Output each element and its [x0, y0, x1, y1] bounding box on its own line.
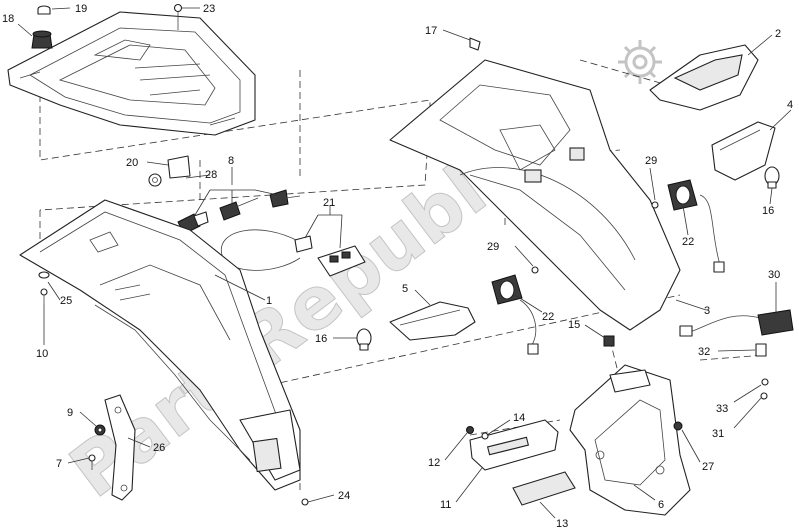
callout-20: 20	[126, 157, 138, 169]
grommet-22-center-part	[491, 274, 539, 355]
callout-10: 10	[36, 348, 48, 360]
license-lamp-30-part	[679, 309, 794, 337]
callout-6: 6	[658, 499, 664, 511]
screw-29-right-part	[651, 201, 659, 209]
callout-2: 2	[775, 28, 781, 40]
callout-9: 9	[67, 407, 73, 419]
bolt-23-part	[173, 3, 183, 30]
watermark-logo-gear-icon	[618, 40, 662, 84]
screw-24-part	[301, 498, 309, 506]
callout-4: 4	[787, 99, 793, 111]
callout-11: 11	[440, 499, 451, 511]
screw-19-part	[37, 5, 51, 15]
rear-fender-3-part	[389, 59, 681, 331]
callout-22-center: 22	[542, 311, 554, 323]
washer-25-part	[38, 271, 50, 279]
lamp-sockets-part	[177, 189, 301, 235]
screw-27-part	[673, 421, 683, 431]
callout-29-center: 29	[487, 241, 499, 253]
callout-28: 28	[205, 169, 217, 181]
callout-13: 13	[556, 518, 568, 530]
screw-14-part	[481, 432, 489, 440]
callout-32: 32	[698, 346, 710, 358]
screw-29-center-part	[531, 266, 539, 274]
callout-16-left: 16	[315, 333, 327, 345]
tail-light-2-part	[649, 44, 759, 111]
reflector-13-part	[512, 471, 576, 506]
callout-14: 14	[513, 412, 525, 424]
bulb-32-part	[755, 343, 767, 357]
undertray-1-part	[19, 199, 301, 491]
bulb-16-right-part	[764, 166, 780, 189]
callout-3: 3	[704, 305, 710, 317]
callout-18: 18	[2, 13, 14, 25]
callout-33: 33	[716, 403, 728, 415]
callout-26: 26	[153, 442, 165, 454]
callout-22-right: 22	[682, 236, 694, 248]
grommet-22-right-part	[667, 179, 725, 273]
wiring-21-part	[220, 229, 366, 277]
screw-17-part	[469, 37, 481, 51]
callout-23: 23	[203, 3, 215, 15]
callout-labels: 19 18 23 20 28 8 21 1 16 25 10 9 7 26 24…	[2, 3, 793, 530]
bulb-16-left-part	[356, 328, 372, 351]
turn-signal-4-part	[711, 121, 776, 181]
callout-5: 5	[402, 283, 408, 295]
bumper-part	[31, 30, 53, 49]
side-bracket-26-part	[104, 394, 136, 501]
leader-lines	[17, 7, 792, 519]
fastener-9-part	[94, 424, 106, 436]
callout-1: 1	[266, 295, 272, 307]
screw-12-part	[466, 426, 474, 434]
callout-27: 27	[702, 461, 714, 473]
callout-30: 30	[768, 269, 780, 281]
callout-7: 7	[56, 458, 62, 470]
callout-21: 21	[323, 197, 335, 209]
callout-25: 25	[60, 295, 72, 307]
seat-rack-part	[7, 11, 256, 136]
callout-17: 17	[425, 25, 437, 37]
callout-16-right: 16	[762, 205, 774, 217]
clip-15-part	[603, 335, 615, 347]
screw-31-part	[760, 392, 768, 400]
turn-signal-5-part	[389, 301, 476, 341]
reflector-bracket-11-part	[469, 419, 559, 471]
callout-24: 24	[338, 490, 350, 502]
license-plate-holder-6-part	[569, 364, 691, 516]
bracket-20-part	[148, 155, 191, 187]
callout-15: 15	[568, 319, 580, 331]
nut-33-part	[761, 378, 769, 386]
callout-8: 8	[228, 155, 234, 167]
callout-19: 19	[75, 3, 87, 15]
callout-31: 31	[712, 428, 724, 440]
callout-29-right: 29	[645, 155, 657, 167]
callout-12: 12	[428, 457, 440, 469]
screw-10-part	[40, 288, 48, 304]
